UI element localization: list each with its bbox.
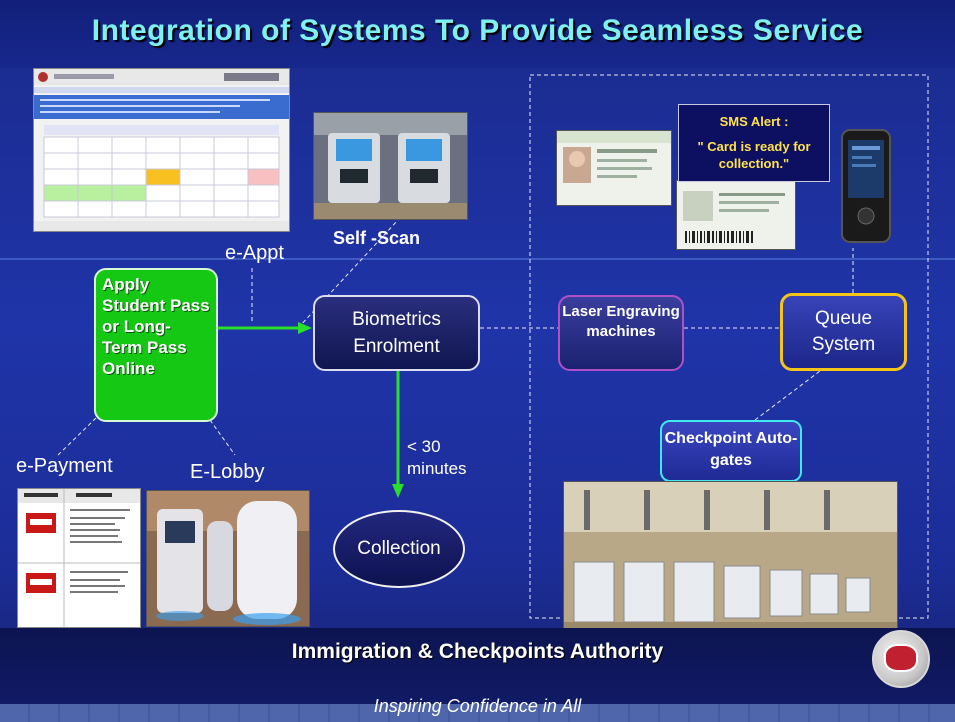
footer-stripe (0, 704, 955, 722)
self-scan-label: Self -Scan (333, 228, 421, 248)
e-lobby-label: E-Lobby (190, 461, 265, 483)
ica-crest-icon (872, 630, 930, 688)
biometrics-enrolment-box[interactable]: Biometrics Enrolment (313, 295, 480, 371)
autogates-illustration (564, 482, 897, 639)
id-card-front (556, 130, 672, 206)
id-card-back (676, 180, 796, 250)
e-lobby-photo (146, 490, 310, 627)
divider-line (0, 258, 955, 260)
queue-system-box[interactable]: Queue System (780, 293, 907, 371)
sms-alert-box: SMS Alert : " Card is ready for collecti… (678, 104, 830, 182)
collection-box[interactable]: Collection (333, 510, 465, 588)
mobile-phone-icon (840, 128, 892, 244)
footer-tagline: Inspiring Confidence in All (373, 696, 582, 716)
footer-organization: Immigration & Checkpoints Authority (291, 640, 664, 663)
e-appt-label: e-Appt (225, 242, 284, 264)
ica-crest-emblem-icon (884, 644, 918, 672)
checkpoint-autogates-box[interactable]: Checkpoint Auto-gates (660, 420, 802, 482)
phone-illustration (841, 129, 891, 243)
self-scan-photo (313, 112, 468, 220)
e-appointment-screenshot (33, 68, 290, 232)
apply-online-box[interactable]: Apply Student Pass or Long-Term Pass Onl… (94, 268, 218, 422)
autogates-photo (563, 481, 898, 640)
id-card-front-illustration (557, 131, 671, 205)
title-bar (0, 0, 955, 68)
calendar-illustration (34, 69, 289, 231)
sms-alert-title: SMS Alert : (719, 114, 789, 129)
duration-label: < 30 minutes (407, 437, 467, 478)
e-payment-screenshot (17, 488, 141, 628)
e-payment-label: e-Payment (16, 455, 113, 477)
sms-alert-message: " Card is ready for collection." (697, 139, 811, 171)
slide-title: Integration of Systems To Provide Seamle… (91, 14, 864, 47)
laser-engraving-box[interactable]: Laser Engraving machines (558, 295, 684, 371)
lobby-illustration (147, 491, 309, 626)
kiosk-illustration (314, 113, 467, 219)
payment-table-illustration (18, 489, 140, 627)
id-card-back-illustration (677, 181, 795, 249)
